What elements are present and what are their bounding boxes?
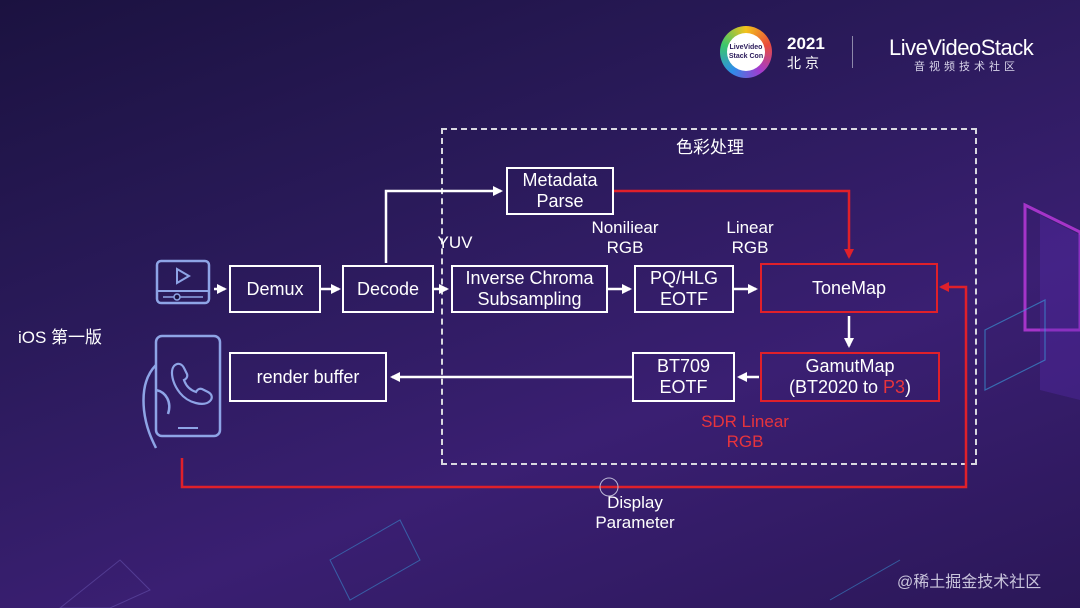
linear-rgb-label: Linear RGB [705,218,795,258]
sdr-linear-rgb-label: SDR Linear RGB [680,412,810,452]
pq-label-line1: PQ/HLG [649,268,719,288]
metadata-parse-box: Metadata Parse [506,167,614,215]
arrow-display-to-tonemap [180,282,968,489]
nonlinear-rgb-label: Noniliear RGB [570,218,680,258]
display-param-node [599,477,619,497]
bt709-eotf-box: BT709 EOTF [632,352,735,402]
inverse-label-line1: Inverse Chroma [465,268,594,288]
gamut-label-part-b: P3 [883,377,906,397]
brand-name: LiveVideoStack [889,35,1034,60]
decode-label: Decode [356,278,420,299]
pq-hlg-eotf-box: PQ/HLG EOTF [634,265,734,313]
header-divider [852,36,853,68]
gamut-label-line1: GamutMap [805,356,895,376]
event-logo: LiveVideo Stack Con [720,26,772,78]
render-buffer-box: render buffer [229,352,387,402]
gamut-label-part-a: (BT2020 to [788,377,884,397]
platform-label: iOS 第一版 [18,328,103,347]
display-label-line2: Parameter [595,513,675,532]
watermark: @稀土掘金技术社区 [897,574,1042,591]
video-icon [155,259,211,305]
sdr-label-line1: SDR Linear [701,412,789,431]
gamutmap-box: GamutMap (BT2020 to P3) [760,352,940,402]
render-label: render buffer [256,366,360,387]
display-parameter-label: Display Parameter [575,493,695,533]
arrow-metadata-to-tonemap [614,189,854,259]
arrow-decode-to-metadata [384,186,503,263]
display-label-line1: Display [607,493,663,512]
linear-label-line2: RGB [731,238,769,257]
brand-subtitle: 音视频技术社区 [914,61,1019,73]
gamut-label-line2: (BT2020 to P3) [789,377,911,398]
linear-label-line1: Linear [726,218,774,237]
event-year: 2021 [787,34,825,53]
tonemap-box: ToneMap [760,263,938,313]
color-processing-group [441,128,977,465]
gamut-label-part-c: ) [905,377,912,397]
nonlinear-label-line2: RGB [606,238,644,257]
phone-icon [142,334,222,449]
sdr-label-line2: RGB [726,432,764,451]
nonlinear-label-line1: Noniliear [591,218,659,237]
event-logo-text: LiveVideo Stack Con [727,33,765,71]
tonemap-label: ToneMap [811,277,887,298]
inverse-label-line2: Subsampling [477,289,582,309]
pq-label-line2: EOTF [660,289,708,309]
metadata-label-line1: Metadata [522,170,598,190]
decode-box: Decode [342,265,434,313]
event-city: 北京 [787,55,823,71]
group-title: 色彩处理 [676,138,744,157]
bt709-label-line2: EOTF [659,377,708,397]
yuv-label: YUV [437,233,473,252]
bt709-label-line1: BT709 [656,356,711,376]
demux-box: Demux [229,265,321,313]
inverse-chroma-box: Inverse Chroma Subsampling [451,265,608,313]
metadata-label-line2: Parse [536,191,584,211]
demux-label: Demux [246,278,304,299]
